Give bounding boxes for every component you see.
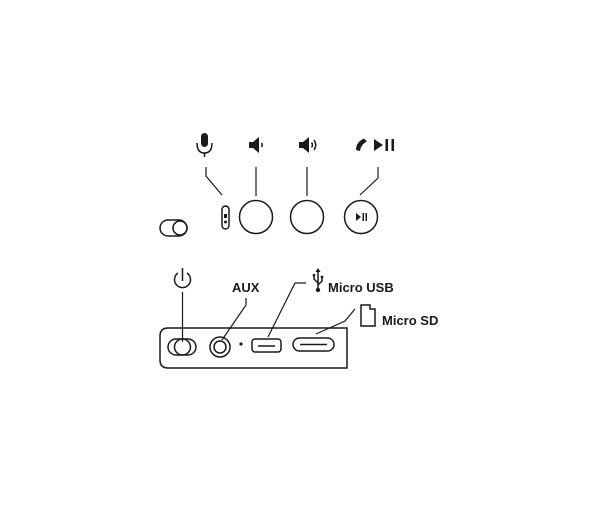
toggle-switch[interactable] [160, 220, 187, 236]
sd-card-icon [361, 305, 375, 326]
aux-port[interactable] [210, 337, 230, 357]
power-icon [174, 268, 190, 288]
volume-up-button[interactable] [291, 201, 324, 234]
microphone-icon [197, 133, 212, 157]
micro-usb-port[interactable] [252, 339, 281, 352]
micro-usb-label: Micro USB [328, 280, 394, 295]
micro-sd-label: Micro SD [382, 313, 438, 328]
volume-down-button[interactable] [240, 201, 273, 234]
volume-down-icon [249, 137, 262, 153]
mic-mute-switch[interactable] [222, 206, 229, 229]
aux-label: AUX [232, 280, 260, 295]
indicator-light [239, 342, 242, 345]
volume-up-icon [299, 137, 316, 153]
top-leader-lines [206, 167, 378, 196]
play-pause-button[interactable] [345, 201, 378, 234]
micro-sd-slot[interactable] [293, 338, 334, 351]
usb-icon [313, 268, 324, 292]
port-panel [160, 328, 347, 368]
call-play-pause-icon [356, 139, 394, 152]
